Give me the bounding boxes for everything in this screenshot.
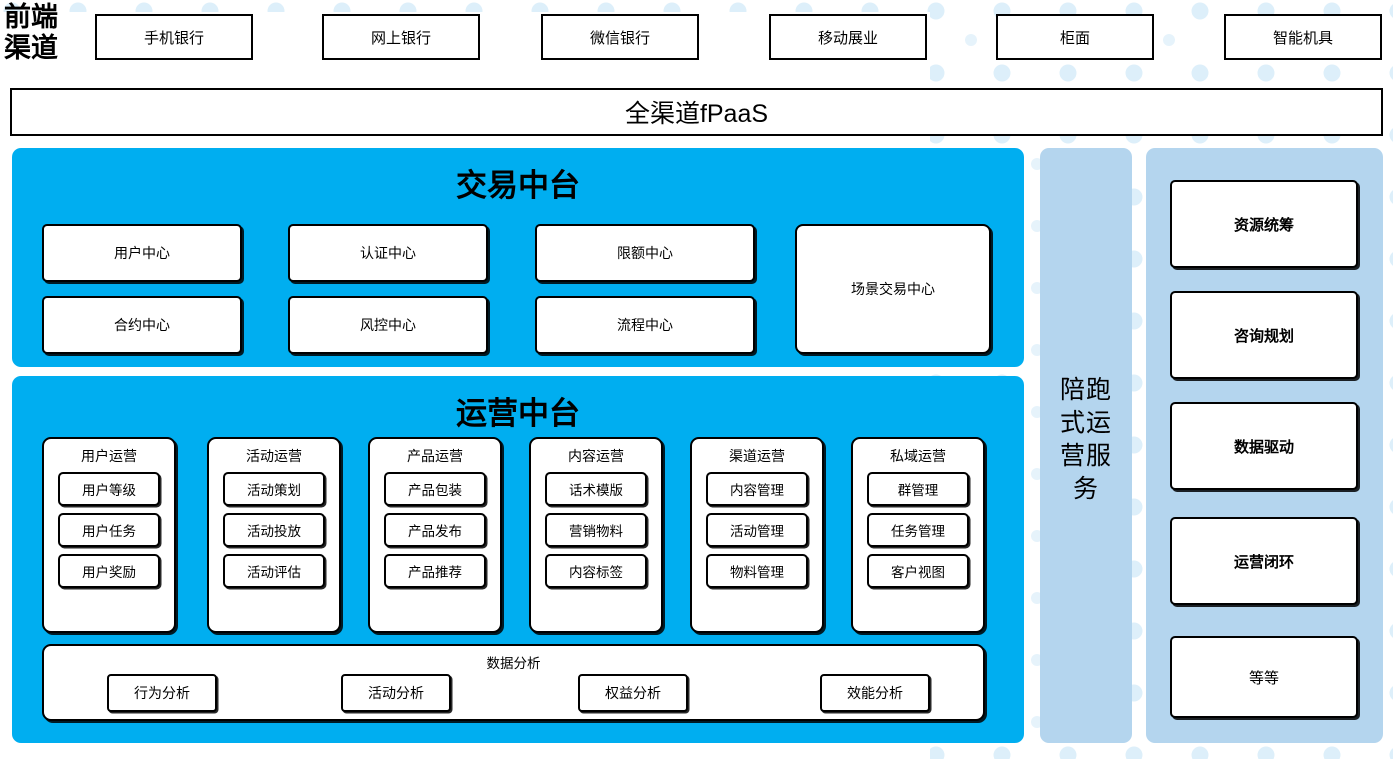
trade-card-scenario-trade-center[interactable]: 场景交易中心 <box>795 224 991 354</box>
op-column-title: 活动运营 <box>246 448 302 464</box>
trade-card-process-center[interactable]: 流程中心 <box>535 296 755 354</box>
omnichannel-fpaas-bar[interactable]: 全渠道fPaaS <box>10 88 1383 136</box>
op-column-private-domain-operation[interactable]: 私域运营 群管理 任务管理 客户视图 <box>851 437 985 633</box>
op-item[interactable]: 客户视图 <box>867 554 969 588</box>
front-end-channel-label-line1: 前端 <box>4 2 58 32</box>
op-column-title: 用户运营 <box>81 448 137 464</box>
op-item[interactable]: 活动投放 <box>223 513 325 547</box>
trade-center-title: 交易中台 <box>456 168 580 203</box>
op-item[interactable]: 用户任务 <box>58 513 160 547</box>
op-item[interactable]: 产品发布 <box>384 513 486 547</box>
op-item[interactable]: 活动管理 <box>706 513 808 547</box>
op-column-user-operation[interactable]: 用户运营 用户等级 用户任务 用户奖励 <box>42 437 176 633</box>
trade-card-auth-center[interactable]: 认证中心 <box>288 224 488 282</box>
front-end-channel-label: 前端 渠道 <box>4 2 78 64</box>
op-column-product-operation[interactable]: 产品运营 产品包装 产品发布 产品推荐 <box>368 437 502 633</box>
op-item[interactable]: 群管理 <box>867 472 969 506</box>
accompanying-service-label-line3: 营服 <box>1059 442 1112 470</box>
accompanying-service-label-line1: 陪跑 <box>1059 376 1112 404</box>
op-column-channel-operation[interactable]: 渠道运营 内容管理 活动管理 物料管理 <box>690 437 824 633</box>
analysis-item-behavior[interactable]: 行为分析 <box>107 674 217 712</box>
op-item[interactable]: 用户等级 <box>58 472 160 506</box>
service-card-data-driven[interactable]: 数据驱动 <box>1170 402 1358 490</box>
op-item[interactable]: 活动评估 <box>223 554 325 588</box>
op-item[interactable]: 物料管理 <box>706 554 808 588</box>
op-column-content-operation[interactable]: 内容运营 话术模版 营销物料 内容标签 <box>529 437 663 633</box>
front-end-channel-label-line2: 渠道 <box>4 33 58 63</box>
accompanying-service-label: 陪跑 式运 营服 务 <box>1048 374 1124 506</box>
data-analysis-title: 数据分析 <box>486 656 541 671</box>
op-column-title: 渠道运营 <box>729 448 785 464</box>
op-column-title: 内容运营 <box>568 448 624 464</box>
op-column-title: 产品运营 <box>407 448 463 464</box>
service-card-etcetera[interactable]: 等等 <box>1170 636 1358 718</box>
channel-box-counter[interactable]: 柜面 <box>996 14 1154 60</box>
op-column-activity-operation[interactable]: 活动运营 活动策划 活动投放 活动评估 <box>207 437 341 633</box>
op-item[interactable]: 产品推荐 <box>384 554 486 588</box>
op-item[interactable]: 用户奖励 <box>58 554 160 588</box>
service-card-resource-coordination[interactable]: 资源统筹 <box>1170 180 1358 268</box>
service-card-operation-closed-loop[interactable]: 运营闭环 <box>1170 517 1358 605</box>
op-item[interactable]: 营销物料 <box>545 513 647 547</box>
op-column-title: 私域运营 <box>890 448 946 464</box>
trade-card-contract-center[interactable]: 合约中心 <box>42 296 242 354</box>
operation-center-title: 运营中台 <box>456 396 580 431</box>
analysis-item-efficiency[interactable]: 效能分析 <box>820 674 930 712</box>
channel-box-mobile-bank[interactable]: 手机银行 <box>95 14 253 60</box>
trade-card-limit-center[interactable]: 限额中心 <box>535 224 755 282</box>
op-item[interactable]: 产品包装 <box>384 472 486 506</box>
accompanying-service-label-line4: 务 <box>1072 475 1099 503</box>
accompanying-service-label-line2: 式运 <box>1059 409 1112 437</box>
channel-box-wechat-bank[interactable]: 微信银行 <box>541 14 699 60</box>
analysis-item-activity[interactable]: 活动分析 <box>341 674 451 712</box>
channel-box-mobile-business[interactable]: 移动展业 <box>769 14 927 60</box>
trade-card-user-center[interactable]: 用户中心 <box>42 224 242 282</box>
op-item[interactable]: 活动策划 <box>223 472 325 506</box>
trade-card-riskcontrol-center[interactable]: 风控中心 <box>288 296 488 354</box>
channel-box-internet-bank[interactable]: 网上银行 <box>322 14 480 60</box>
op-item[interactable]: 内容标签 <box>545 554 647 588</box>
channel-box-smart-machine[interactable]: 智能机具 <box>1224 14 1382 60</box>
op-item[interactable]: 任务管理 <box>867 513 969 547</box>
analysis-item-rights[interactable]: 权益分析 <box>578 674 688 712</box>
service-card-consulting-planning[interactable]: 咨询规划 <box>1170 291 1358 379</box>
op-item[interactable]: 内容管理 <box>706 472 808 506</box>
op-item[interactable]: 话术模版 <box>545 472 647 506</box>
